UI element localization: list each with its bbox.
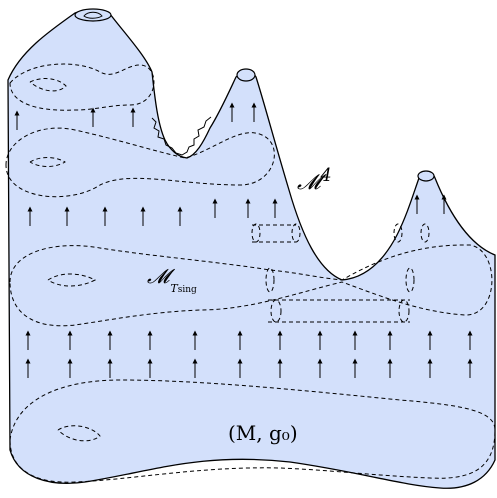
tube-top-left [74,8,112,22]
base-manifold-label: (M, g₀) [228,421,298,445]
slice-top [9,63,155,111]
slice-base [9,379,496,483]
singular-slice-label: 𝓜Tsing [147,264,197,295]
slice-upper [5,127,275,198]
tube-top-middle [236,68,256,82]
slice-singular [9,244,493,327]
pinch-edge [151,116,212,156]
flow-arrows [14,102,473,378]
top-manifold-label: 𝓜4 [297,166,332,194]
tube-top-right [417,170,435,182]
